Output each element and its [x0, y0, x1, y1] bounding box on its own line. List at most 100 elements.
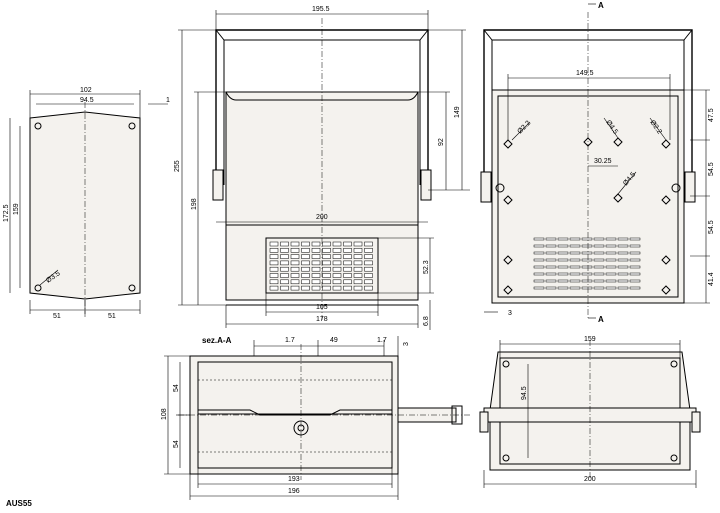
vent-slot	[545, 265, 557, 269]
vent-slot	[332, 241, 342, 247]
vent-slot	[605, 258, 617, 262]
vent-slot	[301, 248, 310, 253]
vent-slot	[269, 273, 279, 278]
dim-front-handle-height: 149	[454, 106, 461, 118]
vent-slot	[311, 273, 321, 278]
vent-slot	[593, 258, 605, 262]
vent-slot	[343, 285, 352, 291]
vent-slot	[322, 260, 331, 266]
dim-bottom-view-inner: 94.5	[521, 386, 528, 400]
vent-slot	[353, 241, 363, 247]
vent-slot	[545, 272, 557, 276]
vent-slot	[311, 260, 321, 266]
dim-front-vent-width: 105	[316, 304, 328, 311]
vent-slot	[545, 237, 557, 241]
vent-slot	[617, 251, 629, 255]
vent-slot	[364, 273, 373, 278]
vent-slot	[533, 251, 545, 255]
vent-slot	[290, 266, 300, 272]
vent-slot	[353, 260, 363, 266]
vent-slot	[533, 258, 545, 262]
section-label: sez.A-A	[202, 336, 232, 345]
vent-slot	[605, 272, 617, 276]
vent-slot	[533, 286, 545, 290]
dim-back-spacing-top: 149.5	[576, 70, 594, 77]
vent-slot	[269, 254, 279, 259]
vent-slot	[301, 254, 310, 259]
vent-slot	[629, 272, 641, 276]
vent-slot	[280, 260, 289, 266]
dim-left-width-overall: 102	[80, 87, 92, 94]
vent-slot	[290, 273, 300, 278]
vent-slot	[593, 251, 605, 255]
vent-slot	[280, 285, 289, 291]
vent-slot	[581, 265, 593, 269]
dim-front-inner-width: 200	[316, 214, 328, 221]
vent-slot	[545, 251, 557, 255]
vent-slot	[343, 248, 352, 253]
front-vent-grid	[269, 241, 373, 291]
vent-slot	[280, 241, 289, 247]
vent-slot	[593, 279, 605, 283]
vent-slot	[353, 254, 363, 259]
vent-slot	[569, 286, 581, 290]
dim-front-height-total: 255	[174, 160, 181, 172]
dim-front-width-handle: 195.5	[312, 6, 330, 13]
vent-slot	[617, 265, 629, 269]
vent-slot	[311, 285, 321, 291]
vent-slot	[322, 266, 331, 272]
dim-front-vent-height: 52.3	[423, 260, 430, 274]
product-code: AUS55	[6, 499, 32, 508]
vent-slot	[353, 285, 363, 291]
vent-slot	[353, 279, 363, 285]
dim-section-top-3: 1.7	[377, 337, 387, 344]
vent-slot	[545, 286, 557, 290]
dim-left-height-inner: 159	[13, 203, 20, 215]
vent-slot	[569, 258, 581, 262]
dim-section-left-2: 108	[161, 408, 168, 420]
vent-slot	[557, 244, 569, 248]
section-view: sez.A-A 1.7 49 1.7 3 108 54 54 193	[161, 336, 470, 500]
vent-slot	[343, 279, 352, 285]
vent-slot	[332, 273, 342, 278]
vent-slot	[593, 265, 605, 269]
vent-slot	[569, 244, 581, 248]
vent-slot	[605, 237, 617, 241]
vent-slot	[557, 251, 569, 255]
vent-slot	[301, 273, 310, 278]
dim-section-left-1: 54	[173, 384, 180, 392]
vent-slot	[605, 279, 617, 283]
dim-left-half-left: 51	[53, 313, 61, 320]
dim-section-left-3: 54	[173, 440, 180, 448]
vent-slot	[311, 279, 321, 285]
vent-slot	[364, 254, 373, 259]
dim-section-top-4: 3	[403, 342, 410, 346]
vent-slot	[311, 266, 321, 272]
dim-back-right-2: 54.5	[708, 162, 715, 176]
vent-slot	[569, 265, 581, 269]
dim-section-bottom-1: 193	[288, 476, 300, 483]
vent-slot	[322, 248, 331, 253]
vent-slot	[533, 265, 545, 269]
vent-slot	[301, 285, 310, 291]
vent-slot	[353, 266, 363, 272]
dim-bottom-view-top: 159	[584, 336, 596, 343]
vent-slot	[322, 279, 331, 285]
vent-slot	[629, 244, 641, 248]
vent-slot	[629, 258, 641, 262]
vent-slot	[290, 254, 300, 259]
vent-slot	[617, 258, 629, 262]
dim-section-bottom-2: 196	[288, 488, 300, 495]
front-view: 195.5 255 198 92 149 200 52.3 105 178 6.…	[174, 6, 470, 330]
vent-slot	[569, 279, 581, 283]
vent-slot	[593, 286, 605, 290]
vent-slot	[364, 248, 373, 253]
vent-slot	[581, 258, 593, 262]
bottom-right-view: 159 94.5 200	[479, 336, 701, 488]
vent-slot	[569, 272, 581, 276]
vent-slot	[593, 272, 605, 276]
section-mark-bottom: A	[598, 315, 604, 324]
vent-slot	[569, 237, 581, 241]
vent-slot	[605, 286, 617, 290]
